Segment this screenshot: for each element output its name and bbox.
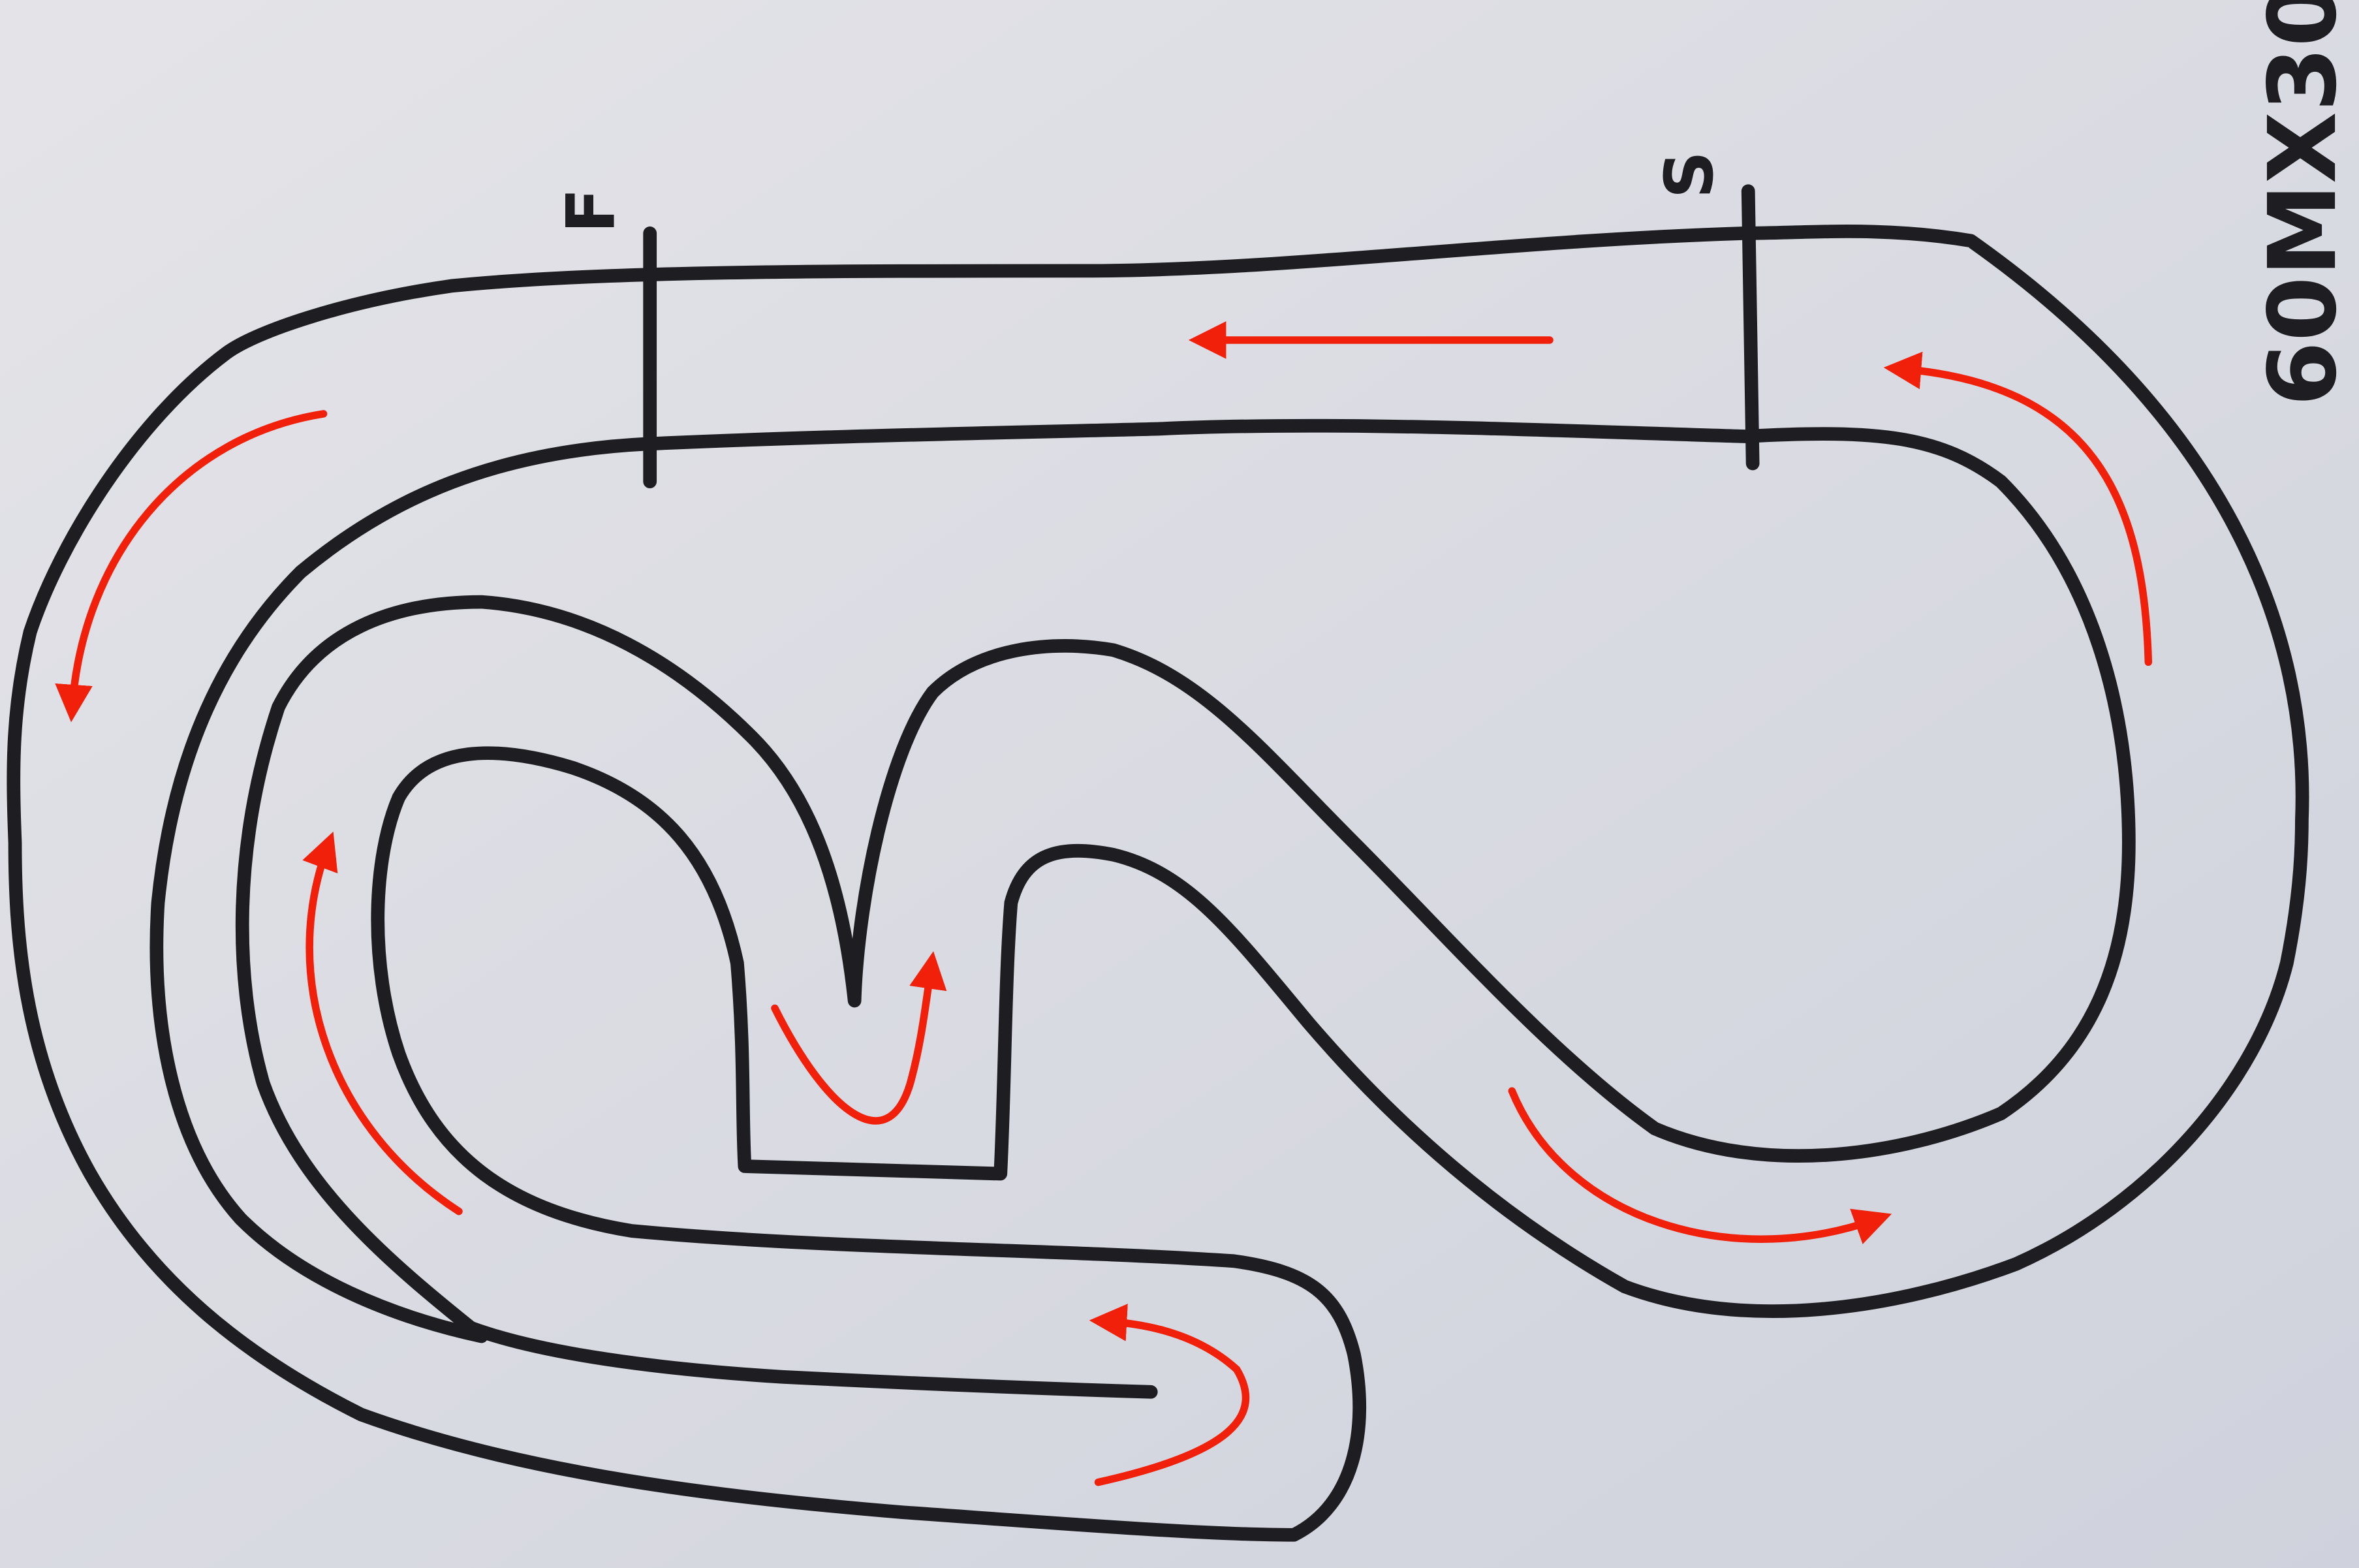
red-arrow-icon (1089, 1304, 1250, 1486)
track-outer-boundary (7, 225, 2309, 1542)
finish-label: F (552, 188, 629, 233)
hairpin-divider (462, 1320, 1158, 1399)
red-arrow-icon (55, 410, 328, 723)
red-arrow-icon (771, 951, 947, 1125)
red-arrow-icon (302, 831, 463, 1215)
start-line (1741, 184, 1760, 471)
red-arrow-icon (1508, 1087, 1892, 1244)
dimensions-label: 60MX30 (2248, 0, 2357, 406)
start-label: S (1651, 151, 1728, 198)
red-arrow-icon (1883, 351, 2153, 666)
track-inner-boundary (149, 418, 2136, 1343)
